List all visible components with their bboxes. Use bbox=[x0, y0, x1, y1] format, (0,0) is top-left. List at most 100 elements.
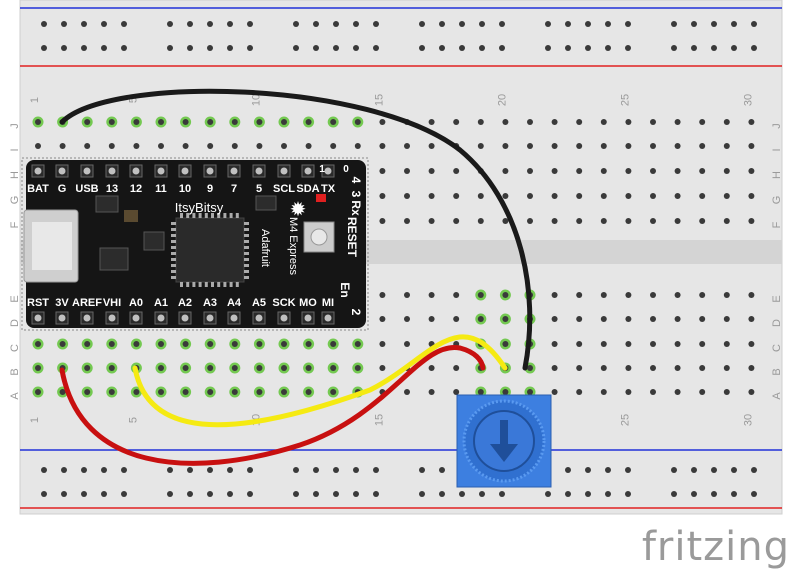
rail-hole[interactable] bbox=[439, 21, 445, 27]
breadboard-hole[interactable] bbox=[281, 341, 287, 347]
rail-hole[interactable] bbox=[333, 21, 339, 27]
breadboard-hole[interactable] bbox=[404, 316, 410, 322]
breadboard-hole[interactable] bbox=[404, 292, 410, 298]
breadboard-hole[interactable] bbox=[108, 341, 115, 347]
breadboard-hole[interactable] bbox=[256, 365, 263, 371]
rail-hole[interactable] bbox=[625, 491, 631, 497]
breadboard-hole[interactable] bbox=[453, 168, 460, 174]
rail-hole[interactable] bbox=[605, 45, 611, 51]
breadboard-hole[interactable] bbox=[527, 218, 533, 224]
breadboard-hole[interactable] bbox=[354, 143, 361, 149]
breadboard-hole[interactable] bbox=[305, 341, 312, 347]
breadboard-hole[interactable] bbox=[207, 365, 214, 371]
rail-hole[interactable] bbox=[61, 21, 67, 27]
rail-hole[interactable] bbox=[691, 45, 697, 51]
breadboard-hole[interactable] bbox=[600, 193, 607, 199]
breadboard-hole[interactable] bbox=[674, 218, 681, 224]
breadboard-hole[interactable] bbox=[650, 365, 656, 371]
rail-hole[interactable] bbox=[333, 467, 339, 473]
breadboard-hole[interactable] bbox=[699, 143, 706, 149]
breadboard-hole[interactable] bbox=[35, 365, 41, 371]
breadboard-hole[interactable] bbox=[551, 168, 558, 174]
breadboard-hole[interactable] bbox=[527, 365, 533, 371]
rail-hole[interactable] bbox=[61, 491, 67, 497]
breadboard-hole[interactable] bbox=[650, 316, 656, 322]
rail-hole[interactable] bbox=[41, 491, 47, 497]
breadboard-hole[interactable] bbox=[59, 143, 66, 149]
rail-hole[interactable] bbox=[751, 21, 757, 27]
breadboard-hole[interactable] bbox=[699, 292, 706, 298]
breadboard-hole[interactable] bbox=[551, 218, 558, 224]
breadboard-hole[interactable] bbox=[477, 193, 484, 199]
rail-hole[interactable] bbox=[313, 467, 319, 473]
breadboard-hole[interactable] bbox=[182, 389, 189, 395]
rail-hole[interactable] bbox=[731, 491, 737, 497]
rail-hole[interactable] bbox=[247, 467, 253, 473]
rail-hole[interactable] bbox=[419, 45, 425, 51]
breadboard-hole[interactable] bbox=[674, 316, 681, 322]
rail-hole[interactable] bbox=[293, 491, 299, 497]
yellow-wire[interactable] bbox=[132, 334, 508, 428]
breadboard-hole[interactable] bbox=[650, 143, 656, 149]
breadboard-hole[interactable] bbox=[502, 292, 509, 298]
breadboard-hole[interactable] bbox=[256, 119, 263, 125]
breadboard-hole[interactable] bbox=[576, 143, 583, 149]
rail-hole[interactable] bbox=[605, 467, 611, 473]
red-wire[interactable] bbox=[59, 344, 486, 466]
rail-hole[interactable] bbox=[479, 491, 485, 497]
breadboard-hole[interactable] bbox=[453, 365, 460, 371]
breadboard-hole[interactable] bbox=[428, 389, 435, 395]
rail-hole[interactable] bbox=[313, 21, 319, 27]
rail-hole[interactable] bbox=[101, 491, 107, 497]
breadboard-hole[interactable] bbox=[674, 292, 681, 298]
breadboard-hole[interactable] bbox=[576, 389, 583, 395]
breadboard-hole[interactable] bbox=[576, 292, 583, 298]
rail-hole[interactable] bbox=[625, 21, 631, 27]
breadboard-hole[interactable] bbox=[182, 365, 189, 371]
breadboard-hole[interactable] bbox=[723, 341, 730, 347]
breadboard-hole[interactable] bbox=[108, 389, 115, 395]
breadboard-hole[interactable] bbox=[404, 389, 410, 395]
rail-hole[interactable] bbox=[227, 45, 233, 51]
breadboard-hole[interactable] bbox=[748, 316, 755, 322]
breadboard-hole[interactable] bbox=[650, 341, 656, 347]
breadboard-hole[interactable] bbox=[699, 193, 706, 199]
breadboard-hole[interactable] bbox=[354, 341, 361, 347]
rail-hole[interactable] bbox=[373, 467, 379, 473]
rail-hole[interactable] bbox=[81, 45, 87, 51]
breadboard-hole[interactable] bbox=[576, 316, 583, 322]
breadboard-hole[interactable] bbox=[723, 193, 730, 199]
rail-hole[interactable] bbox=[373, 491, 379, 497]
rail-hole[interactable] bbox=[313, 45, 319, 51]
breadboard-hole[interactable] bbox=[551, 389, 558, 395]
breadboard-hole[interactable] bbox=[625, 292, 632, 298]
breadboard-hole[interactable] bbox=[84, 143, 91, 149]
rail-hole[interactable] bbox=[81, 491, 87, 497]
breadboard-hole[interactable] bbox=[305, 389, 312, 395]
breadboard-hole[interactable] bbox=[650, 193, 656, 199]
breadboard-hole[interactable] bbox=[477, 389, 484, 395]
rail-hole[interactable] bbox=[499, 21, 505, 27]
breadboard-hole[interactable] bbox=[576, 168, 583, 174]
breadboard-hole[interactable] bbox=[305, 365, 312, 371]
rail-hole[interactable] bbox=[585, 45, 591, 51]
rail-hole[interactable] bbox=[585, 467, 591, 473]
breadboard-hole[interactable] bbox=[256, 143, 263, 149]
breadboard-hole[interactable] bbox=[330, 341, 337, 347]
breadboard-hole[interactable] bbox=[35, 389, 41, 395]
rail-hole[interactable] bbox=[41, 467, 47, 473]
breadboard-hole[interactable] bbox=[625, 143, 632, 149]
breadboard-hole[interactable] bbox=[379, 292, 386, 298]
rail-hole[interactable] bbox=[187, 45, 193, 51]
rail-hole[interactable] bbox=[373, 45, 379, 51]
rail-hole[interactable] bbox=[81, 467, 87, 473]
breadboard-hole[interactable] bbox=[428, 119, 435, 125]
breadboard-hole[interactable] bbox=[625, 193, 632, 199]
breadboard-hole[interactable] bbox=[133, 341, 140, 347]
rail-hole[interactable] bbox=[41, 21, 47, 27]
breadboard-hole[interactable] bbox=[600, 168, 607, 174]
breadboard-hole[interactable] bbox=[576, 119, 583, 125]
breadboard-hole[interactable] bbox=[723, 292, 730, 298]
breadboard-hole[interactable] bbox=[674, 143, 681, 149]
reset-button[interactable] bbox=[303, 221, 335, 253]
